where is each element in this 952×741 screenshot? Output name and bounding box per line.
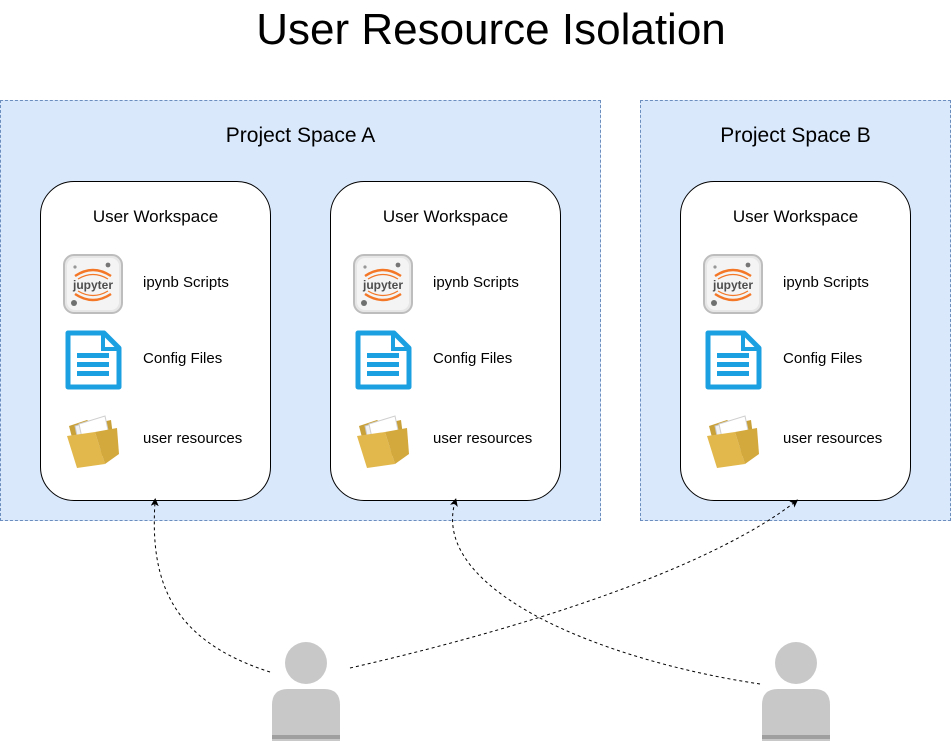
project-space-a-label: Project Space A xyxy=(225,124,376,147)
ipynb-scripts-item: ipynb Scripts xyxy=(61,252,270,316)
user-resources-item: user resources xyxy=(351,408,560,472)
ipynb-scripts-item: ipynb Scripts xyxy=(701,252,910,316)
ipynb-scripts-label: ipynb Scripts xyxy=(783,274,869,291)
user-resources-label: user resources xyxy=(783,430,883,447)
arrow-user1-to-workspace3 xyxy=(349,499,799,669)
ipynb-scripts-label: ipynb Scripts xyxy=(433,274,519,291)
config-files-label: Config Files xyxy=(143,350,223,367)
user-icon xyxy=(760,641,832,741)
user-resources-item: user resources xyxy=(701,408,910,472)
diagram-title: User Resource Isolation xyxy=(256,5,726,54)
config-files-item: Config Files xyxy=(701,328,910,392)
user-resources-label: user resources xyxy=(433,430,533,447)
user-workspace-3: User Workspace ipynb Scripts Config File… xyxy=(680,181,911,501)
arrow-user1-to-workspace1 xyxy=(150,498,271,673)
workspace-title: User Workspace xyxy=(92,207,219,226)
user-icon xyxy=(270,641,342,741)
config-files-label: Config Files xyxy=(433,350,513,367)
user-resources-label: user resources xyxy=(143,430,243,447)
project-space-b-label: Project Space B xyxy=(720,124,871,147)
user-workspace-2: User Workspace ipynb Scripts Config File… xyxy=(330,181,561,501)
user-resources-item: user resources xyxy=(61,408,270,472)
ipynb-scripts-item: ipynb Scripts xyxy=(351,252,560,316)
config-files-item: Config Files xyxy=(61,328,270,392)
workspace-title: User Workspace xyxy=(732,207,859,226)
workspace-title: User Workspace xyxy=(382,207,509,226)
config-files-label: Config Files xyxy=(783,350,863,367)
config-files-item: Config Files xyxy=(351,328,560,392)
arrow-user2-to-workspace2 xyxy=(450,498,761,685)
user-workspace-1: User Workspace ipynb Scripts Config File… xyxy=(40,181,271,501)
ipynb-scripts-label: ipynb Scripts xyxy=(143,274,229,291)
